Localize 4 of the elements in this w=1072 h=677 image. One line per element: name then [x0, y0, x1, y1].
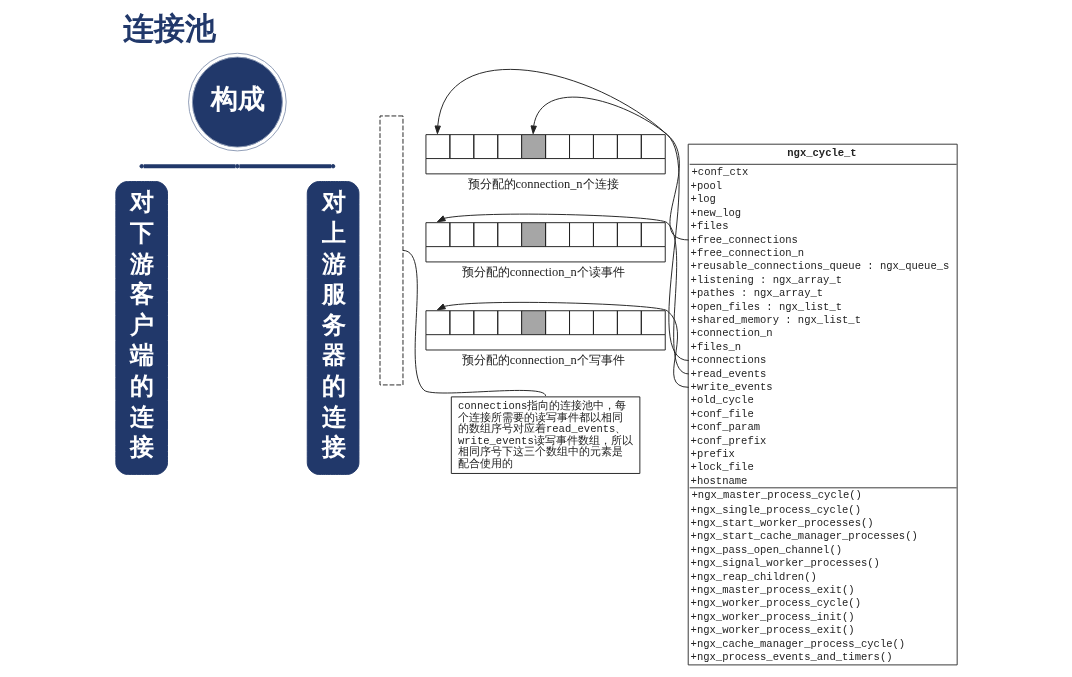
diagram-title: 连接池: [122, 11, 216, 47]
node-label: 预分配的connection_n个读事件: [461, 264, 625, 279]
node-label: 预分配的connection_n个连接: [467, 176, 619, 191]
node-label: 预分配的connection_n个写事件: [461, 352, 625, 367]
